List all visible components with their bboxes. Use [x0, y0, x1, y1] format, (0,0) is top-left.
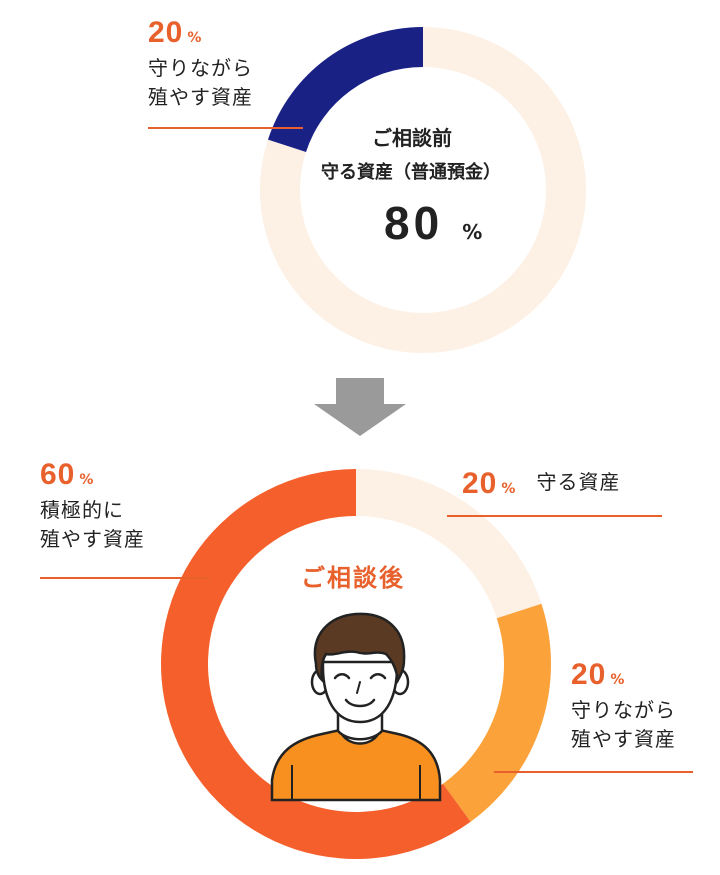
after-slice-0	[356, 469, 542, 619]
after-left-pct: 60	[40, 458, 76, 491]
before-big-unit: %	[462, 220, 483, 244]
after-left-line1: 積極的に	[40, 498, 124, 522]
before-center-sub: 守る資産（普通預金）	[321, 162, 501, 183]
after-rb-line2: 殖やす資産	[571, 727, 676, 751]
after-rt-text: 守る資産	[536, 470, 621, 494]
donut-before	[260, 27, 586, 353]
after-rt-pct: 20	[462, 467, 498, 500]
after-left-line2: 殖やす資産	[40, 527, 145, 551]
after-rt-unit: %	[501, 481, 516, 497]
down-arrow-icon	[314, 378, 406, 436]
after-callout-right-bottom: 20% 守りながら 殖やす資産	[571, 660, 676, 754]
after-rb-unit: %	[610, 672, 625, 688]
before-callout-line1: 守りながら	[148, 56, 253, 80]
after-callout-left: 60% 積極的に 殖やす資産	[40, 460, 145, 554]
donut-after	[161, 469, 551, 859]
after-callout-right-top: 20% 守る資産	[462, 468, 621, 499]
after-slice-2	[161, 469, 471, 859]
before-callout-unit: %	[187, 30, 202, 46]
after-center-title: ご相談後	[301, 564, 405, 592]
person-illustration	[270, 612, 442, 802]
after-rb-line1: 守りながら	[571, 698, 676, 722]
before-callout: 20% 守りながら 殖やす資産	[148, 18, 253, 112]
before-big-value: 80	[384, 197, 444, 249]
before-callout-pct: 20	[148, 16, 184, 49]
before-callout-line2: 殖やす資産	[148, 85, 253, 109]
before-slice-1	[267, 27, 423, 152]
after-left-unit: %	[79, 472, 94, 488]
after-slice-1	[442, 603, 551, 822]
before-center-title: ご相談前	[372, 126, 452, 150]
before-big-value-wrap: 80 %	[384, 200, 482, 246]
after-rb-pct: 20	[571, 658, 607, 691]
